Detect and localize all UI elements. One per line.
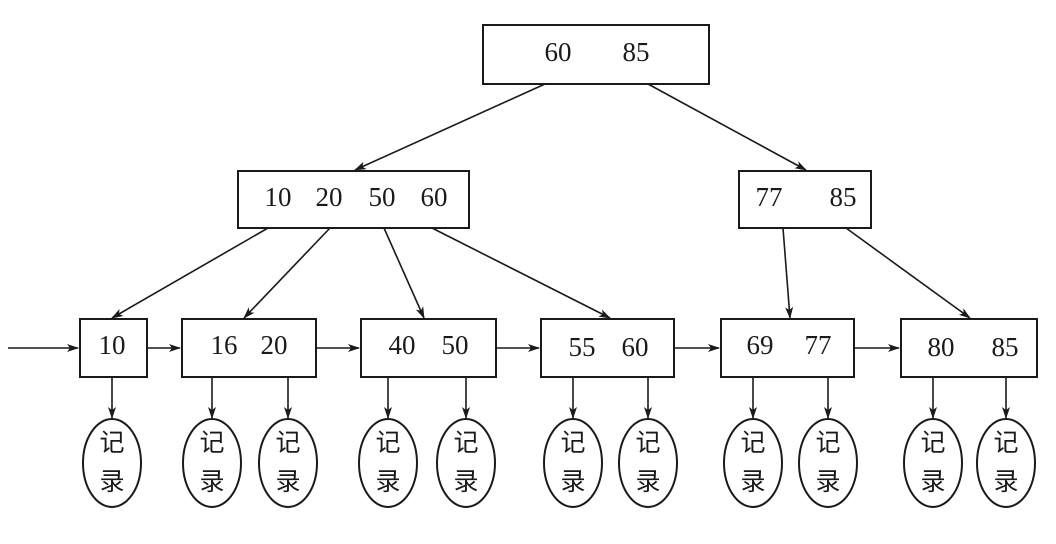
root-key-2: 85 [623, 37, 650, 67]
record-char-bottom: 录 [453, 467, 478, 496]
internal-left-key-2: 20 [316, 182, 343, 212]
edges [8, 83, 1010, 419]
internal-node-left: 10 20 50 60 [237, 170, 470, 229]
internal-right-key-2: 85 [830, 182, 857, 212]
leaf-2-key-2: 20 [261, 330, 288, 360]
record-char-bottom: 录 [560, 467, 585, 496]
record-char-top: 记 [99, 428, 124, 457]
record-char-top: 记 [375, 428, 400, 457]
record-char-bottom: 录 [275, 467, 300, 496]
record-char-top: 记 [740, 428, 765, 457]
record-char-bottom: 录 [920, 467, 945, 496]
record-leaf-4-2: 记 录 [618, 418, 678, 508]
root-node: 60 85 [482, 24, 710, 85]
leaf-6-key-1: 80 [928, 332, 955, 362]
edge-internal-right-to-leaf-6 [845, 227, 971, 319]
record-char-top: 记 [815, 428, 840, 457]
record-leaf-1-1: 记 录 [82, 418, 142, 508]
record-char-top: 记 [275, 428, 300, 457]
record-leaf-6-1: 记 录 [903, 418, 963, 508]
record-char-top: 记 [453, 428, 478, 457]
leaf-4-key-1: 55 [569, 332, 596, 362]
edge-internal-left-to-leaf-1 [111, 227, 269, 319]
leaf-node-1: 10 [79, 318, 148, 378]
internal-node-right: 77 85 [738, 170, 872, 229]
edge-root-to-internal-right [647, 83, 807, 171]
record-leaf-4-1: 记 录 [543, 418, 603, 508]
internal-left-key-3: 50 [369, 182, 396, 212]
leaf-2-key-1: 16 [211, 330, 238, 360]
record-char-bottom: 录 [740, 467, 765, 496]
leaf-node-4: 55 60 [540, 318, 675, 378]
record-leaf-5-1: 记 录 [723, 418, 783, 508]
edge-root-to-internal-left [354, 83, 546, 171]
record-leaf-2-2: 记 录 [258, 418, 318, 508]
leaf-node-6: 80 85 [900, 318, 1038, 378]
record-char-bottom: 录 [635, 467, 660, 496]
internal-left-key-4: 60 [421, 182, 448, 212]
leaf-node-3: 40 50 [360, 318, 497, 378]
leaf-node-5: 69 77 [720, 318, 855, 378]
leaf-node-2: 16 20 [181, 318, 317, 378]
leaf-4-key-2: 60 [622, 332, 649, 362]
record-leaf-5-2: 记 录 [798, 418, 858, 508]
record-leaf-2-1: 记 录 [182, 418, 242, 508]
edge-internal-left-to-leaf-3 [383, 227, 425, 319]
record-leaf-6-2: 记 录 [976, 418, 1036, 508]
internal-right-key-1: 77 [756, 182, 783, 212]
edge-internal-left-to-leaf-4 [431, 227, 611, 319]
leaf-3-key-1: 40 [389, 330, 416, 360]
root-key-1: 60 [545, 37, 572, 67]
record-char-bottom: 录 [993, 467, 1018, 496]
edge-internal-right-to-leaf-5 [782, 227, 794, 319]
record-char-top: 记 [920, 428, 945, 457]
record-char-top: 记 [635, 428, 660, 457]
record-char-bottom: 录 [375, 467, 400, 496]
record-leaf-3-2: 记 录 [436, 418, 496, 508]
record-leaf-3-1: 记 录 [358, 418, 418, 508]
leaf-1-key-1: 10 [99, 330, 126, 360]
record-char-bottom: 录 [815, 467, 840, 496]
record-char-bottom: 录 [99, 467, 124, 496]
record-char-top: 记 [993, 428, 1018, 457]
record-char-top: 记 [199, 428, 224, 457]
internal-left-key-1: 10 [265, 182, 292, 212]
leaf-5-key-2: 77 [805, 330, 832, 360]
record-char-top: 记 [560, 428, 585, 457]
leaf-5-key-1: 69 [747, 330, 774, 360]
edge-internal-left-to-leaf-2 [243, 227, 331, 319]
leaf-3-key-2: 50 [442, 330, 469, 360]
record-char-bottom: 录 [199, 467, 224, 496]
leaf-6-key-2: 85 [992, 332, 1019, 362]
